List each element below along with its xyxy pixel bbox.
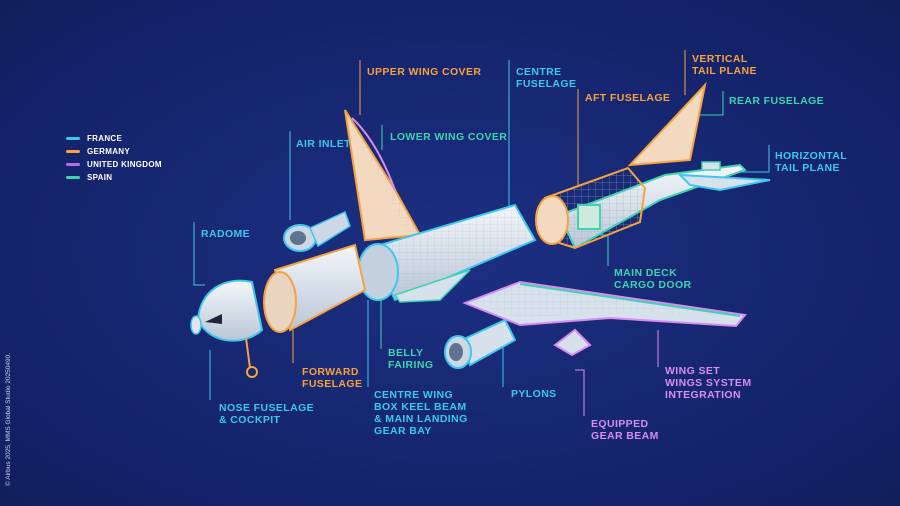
label-nose-fuselage: NOSE FUSELAGE & COCKPIT <box>219 402 315 426</box>
label-horizontal-tail-plane: HORIZONTAL TAIL PLANE <box>775 150 848 174</box>
label-belly-fairing: BELLY FAIRING <box>388 347 434 371</box>
vertical-tail-plane-shape <box>627 81 707 167</box>
copyright-credit: © Airbus 2025, MMS Global Studio 2025049… <box>5 352 12 486</box>
belly-fairing-shape <box>393 269 471 303</box>
label-forward-fuselage: FORWARD FUSELAGE <box>302 366 363 390</box>
legend-swatch <box>66 176 80 179</box>
legend-item: SPAIN <box>66 171 162 184</box>
legend: FRANCE GERMANY UNITED KINGDOM SPAIN <box>66 132 162 184</box>
legend-item: GERMANY <box>66 145 162 158</box>
horizontal-tail-plane-shape <box>677 173 771 192</box>
legend-item: UNITED KINGDOM <box>66 158 162 171</box>
legend-label: FRANCE <box>87 134 123 143</box>
legend-label: SPAIN <box>87 173 113 182</box>
label-centre-wing-box: CENTRE WING BOX KEEL BEAM & MAIN LANDING… <box>374 389 468 437</box>
label-aft-fuselage: AFT FUSELAGE <box>585 92 671 104</box>
legend-item: FRANCE <box>66 132 162 145</box>
label-upper-wing-cover: UPPER WING COVER <box>367 66 482 78</box>
label-equipped-gear-beam: EQUIPPED GEAR BEAM <box>591 418 659 442</box>
label-pylons: PYLONS <box>511 388 557 400</box>
label-centre-fuselage: CENTRE FUSELAGE <box>516 66 577 90</box>
label-air-inlet: AIR INLET <box>296 138 351 150</box>
label-radome: RADOME <box>201 228 251 240</box>
nose-fuselage-shape <box>196 279 264 342</box>
main-deck-cargo-door-shape <box>577 204 601 230</box>
label-rear-fuselage: REAR FUSELAGE <box>729 95 825 107</box>
legend-swatch <box>66 150 80 153</box>
equipped-gear-beam-shape <box>553 328 592 357</box>
label-wing-set: WING SET WINGS SYSTEM INTEGRATION <box>665 365 752 401</box>
leader-lines <box>193 50 770 416</box>
legend-label: GERMANY <box>87 147 130 156</box>
legend-swatch <box>66 163 80 166</box>
legend-swatch <box>66 137 80 140</box>
radome-shape <box>190 315 202 335</box>
label-lower-wing-cover: LOWER WING COVER <box>390 131 508 143</box>
legend-label: UNITED KINGDOM <box>87 160 162 169</box>
label-vertical-tail-plane: VERTICAL TAIL PLANE <box>692 53 757 77</box>
label-main-deck-cargo-door: MAIN DECK CARGO DOOR <box>614 267 692 291</box>
